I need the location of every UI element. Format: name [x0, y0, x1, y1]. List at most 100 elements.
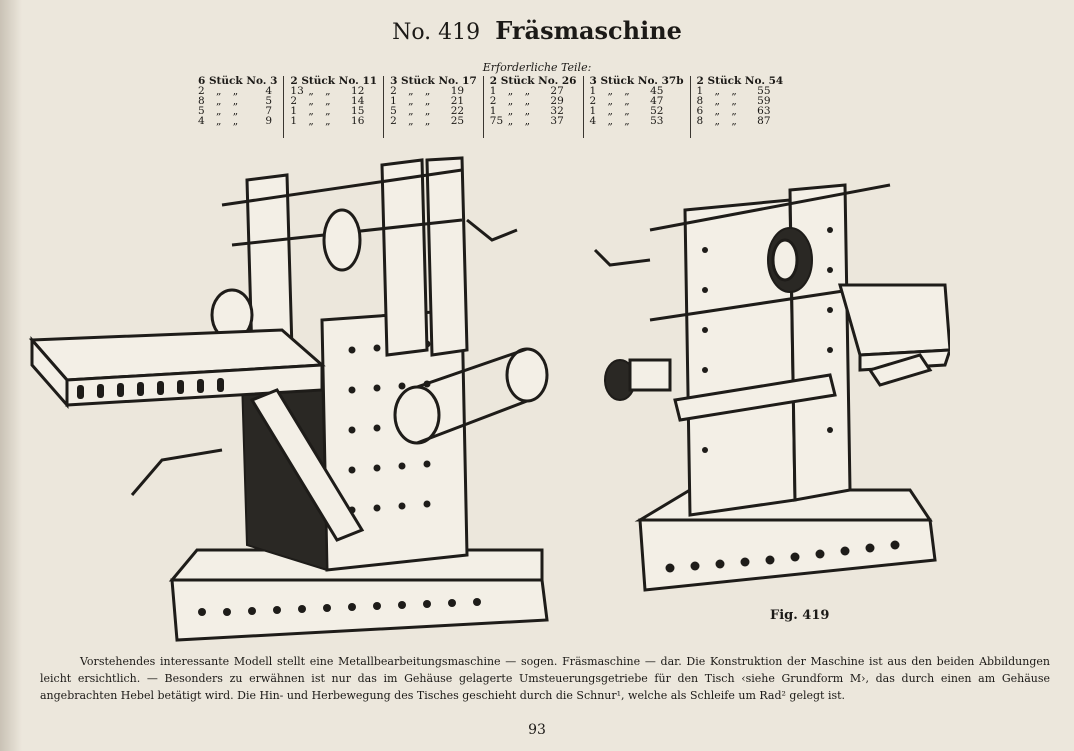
parts-row: 75„ „ 37 [489, 115, 577, 127]
parts-number: 52 [650, 105, 664, 117]
parts-number: 12 [351, 85, 365, 97]
parts-row: 8„ „5 [198, 95, 277, 107]
parts-row: 1 „ „ 27 [489, 85, 577, 97]
parts-quantity: 2 [589, 95, 597, 107]
parts-ditto: „ „ [607, 105, 634, 117]
parts-heading: Erforderliche Teile: [482, 61, 592, 74]
parts-quantity: 2 [390, 85, 397, 97]
description-text: Vorstehendes interessante Modell stellt … [40, 653, 1050, 704]
parts-number: 53 [650, 115, 664, 127]
parts-quantity: 1 [489, 85, 497, 97]
parts-number: 87 [757, 115, 771, 127]
parts-group-head: 6 Stück No. 3 [198, 75, 278, 87]
parts-ditto: „ „ [408, 85, 435, 97]
parts-number: 45 [650, 85, 664, 97]
parts-quantity: 5 [198, 105, 205, 117]
parts-number: 7 [265, 105, 272, 117]
parts-ditto: „ „ [308, 95, 335, 107]
parts-ditto: „ „ [408, 105, 435, 117]
parts-ditto: „ „ [308, 85, 335, 97]
parts-quantity: 1 [489, 105, 497, 117]
parts-number: 25 [450, 115, 465, 127]
parts-row: 8 „ „ 59 [696, 95, 784, 107]
parts-ditto: „ „ [507, 95, 535, 107]
parts-ditto: „ „ [607, 115, 634, 127]
parts-ditto: „ „ [216, 85, 243, 97]
parts-quantity: 75 [489, 115, 504, 127]
parts-number: 37 [550, 115, 564, 127]
parts-quantity: 4 [198, 115, 205, 127]
parts-row: 13 „ „ 12 [290, 85, 377, 97]
page-title: No. 419 Fräsmaschine [0, 16, 1074, 45]
model-name: Fräsmaschine [495, 16, 682, 45]
parts-number: 47 [650, 95, 664, 107]
parts-row: 4 „ „ 53 [589, 115, 684, 127]
parts-row: 5 „ „ 7 [198, 105, 277, 117]
parts-row: 2 „ „ 47 [589, 95, 684, 107]
parts-number: 14 [351, 95, 365, 107]
parts-group-head: 2 Stück No. 11 [290, 75, 378, 87]
parts-ditto: „ „ [507, 105, 535, 117]
parts-row: 1„ „45 [589, 85, 684, 97]
parts-quantity: 2 [290, 95, 298, 107]
parts-quantity: 1 [696, 85, 704, 97]
parts-group-head: 2 Stück No. 54 [696, 75, 784, 87]
parts-number: 59 [757, 95, 771, 107]
page-binding-shadow [0, 0, 22, 751]
parts-ditto: „ „ [408, 115, 435, 127]
parts-ditto: „ „ [714, 115, 741, 127]
figure-caption: Fig. 419 [770, 608, 830, 623]
parts-row: 1„ „55 [696, 85, 784, 97]
parts-row: 1„ „15 [290, 105, 377, 117]
parts-number: 29 [550, 95, 564, 107]
parts-quantity: 5 [390, 105, 397, 117]
parts-ditto: „ „ [216, 105, 243, 117]
parts-ditto: „ „ [714, 85, 741, 97]
parts-ditto: „ „ [507, 85, 535, 97]
parts-number: 19 [450, 85, 465, 97]
parts-row: 2 „ „ 25 [390, 115, 477, 127]
parts-quantity: 4 [589, 115, 597, 127]
parts-ditto: „ „ [216, 115, 243, 127]
parts-row: 6„ „63 [696, 105, 784, 117]
model-number: No. 419 [392, 20, 481, 45]
parts-number: 32 [550, 105, 564, 117]
description-paragraph: Vorstehendes interessante Modell stellt … [40, 655, 1050, 702]
parts-quantity: 2 [489, 95, 497, 107]
parts-number: 5 [265, 95, 272, 107]
parts-ditto: „ „ [507, 115, 535, 127]
parts-quantity: 2 [198, 85, 205, 97]
parts-ditto: „ „ [714, 95, 741, 107]
parts-quantity: 6 [696, 105, 704, 117]
parts-group-head: 3 Stück No. 37b [589, 75, 684, 87]
parts-row: 1 „ „ 52 [589, 105, 684, 117]
parts-quantity: 2 [390, 115, 397, 127]
parts-ditto: „ „ [408, 95, 435, 107]
parts-quantity: 8 [198, 95, 205, 107]
parts-number: 4 [265, 85, 272, 97]
parts-number: 63 [757, 105, 771, 117]
parts-quantity: 13 [290, 85, 304, 97]
parts-group-head: 3 Stück No. 17 [390, 75, 477, 87]
parts-ditto: „ „ [308, 115, 335, 127]
parts-number: 9 [265, 115, 272, 127]
parts-row: 2 „ „ 14 [290, 95, 377, 107]
parts-quantity: 1 [589, 105, 597, 117]
page-number: 93 [528, 722, 546, 738]
parts-number: 27 [550, 85, 564, 97]
parts-quantity: 1 [290, 105, 298, 117]
parts-quantity: 8 [696, 95, 704, 107]
parts-ditto: „ „ [308, 105, 335, 117]
parts-quantity: 1 [390, 95, 397, 107]
parts-number: 22 [450, 105, 465, 117]
parts-row: 8„ „87 [697, 115, 784, 127]
parts-row: 1„ „21 [390, 95, 477, 107]
parts-quantity: 1 [589, 85, 597, 97]
parts-row: 2 „ „ 19 [390, 85, 477, 97]
parts-ditto: „ „ [607, 95, 634, 107]
